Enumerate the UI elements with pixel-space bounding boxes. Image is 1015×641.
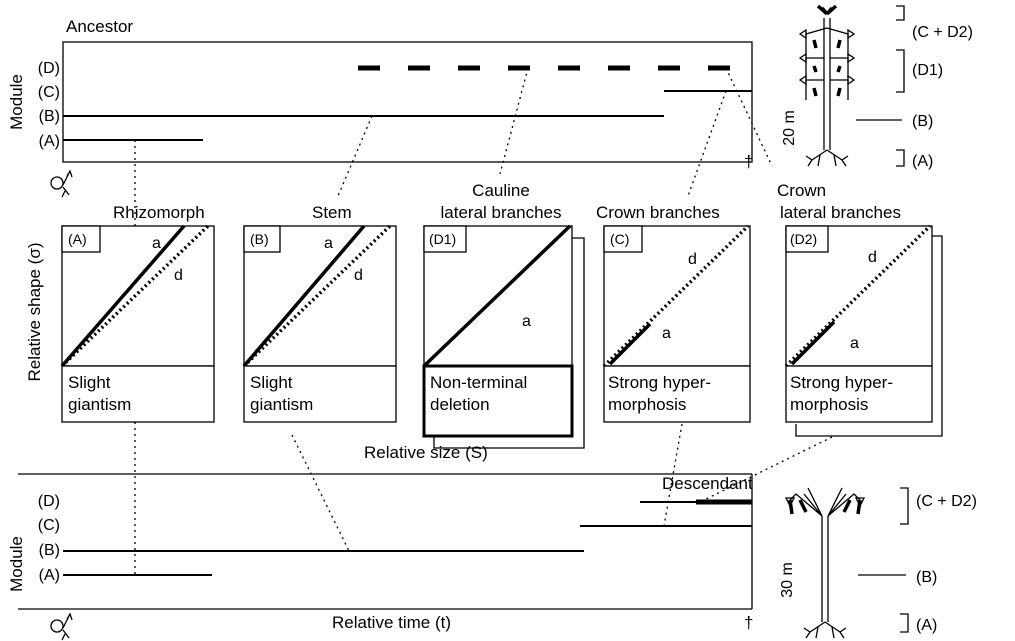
panel-rhizomorph-caption-2: giantism [68,395,131,414]
descendant-death-icon: † [744,613,753,632]
panel-rhizomorph-label-d: d [174,267,183,284]
panel-stem-caption-2: giantism [250,395,313,414]
panel-crown-branches-title: Crown branches [596,203,720,222]
panel-crown-lateral-title-line2: lateral branches [780,203,901,222]
ancestor-title: Ancestor [66,17,133,36]
descendant-row-label-c: (C) [38,517,60,534]
ancestor-row-label-d: (D) [38,60,60,77]
panel-rhizomorph-title: Rhizomorph [113,203,205,222]
ancestor-tree-icon [800,6,854,166]
relative-shape-axis-label: Relative shape (σ) [25,243,44,382]
panel-crown-lateral-caption-1: Strong hyper- [790,373,893,392]
panel-rhizomorph-code: (A) [68,231,87,247]
panel-stem-code: (B) [250,231,269,247]
descendant-label-a: (A) [916,617,937,634]
descendant-label-c-d2: (C + D2) [916,493,977,510]
descendant-height-label: 30 m [779,562,796,598]
relative-time-axis-label: Relative time (t) [332,613,451,632]
ancestor-timeline-box [63,42,752,162]
ancestor-bracket-a [896,150,904,166]
descendant-bracket-a [900,614,908,632]
relative-size-axis-label: Relative size (S) [364,443,488,462]
ancestor-bracket-c-d2 [896,6,904,20]
panel-cauline-title-line2: lateral branches [441,203,562,222]
ancestor-label-c-d2: (C + D2) [912,24,973,41]
panel-crown-lateral-code: (D2) [790,231,817,247]
panel-crown-branches-caption-2: morphosis [608,395,686,414]
descendant-row-label-a: (A) [39,567,60,584]
panel-crown-lateral-branches: Crown lateral branches (D2) d a Strong h… [777,181,942,436]
panel-rhizomorph-label-a: a [152,235,161,252]
panel-crown-branches: Crown branches (C) d a Strong hyper- mor… [596,203,750,422]
panel-cauline-lateral-branches: Cauline lateral branches (D1) a Non-term… [424,181,584,448]
descendant-bracket-c-d2 [900,488,908,524]
panel-crown-branches-label-d: d [688,251,697,268]
ancestor-row-label-c: (C) [38,84,60,101]
panel-cauline-title-line1: Cauline [472,181,530,200]
ancestor-label-d1: (D1) [912,62,943,79]
panel-cauline-code: (D1) [429,231,456,247]
panel-crown-lateral-label-a: a [850,335,859,352]
ancestor-label-a: (A) [912,153,933,170]
panel-cauline-caption-2: deletion [430,395,490,414]
ancestor-label-b: (B) [912,113,933,130]
panel-stem-title: Stem [312,203,352,222]
ancestor-bracket-d1 [896,50,904,92]
panel-stem: Stem (B) a d Slight giantism [244,203,396,422]
panel-crown-lateral-label-d: d [868,249,877,266]
panel-stem-caption-1: Slight [250,373,293,392]
ancestor-height-label: 20 m [781,110,798,146]
panel-rhizomorph: Rhizomorph (A) a d Slight giantism [62,203,214,422]
panel-crown-lateral-caption-2: morphosis [790,395,868,414]
ancestor-module-axis-label: Module [7,74,26,130]
germination-icon-descendant [51,614,72,640]
descendant-module-axis-label: Module [7,536,26,592]
panel-stem-label-d: d [354,267,363,284]
panel-crown-branches-caption-1: Strong hyper- [608,373,711,392]
panel-crown-branches-code: (C) [610,231,629,247]
panel-crown-branches-label-a: a [662,325,671,342]
ancestor-row-label-a: (A) [39,133,60,150]
ancestor-death-icon: † [744,152,753,171]
descendant-label-b: (B) [916,569,937,586]
ancestor-row-label-b: (B) [39,108,60,125]
panel-stem-label-a: a [324,235,333,252]
germination-icon [51,171,72,197]
panel-crown-lateral-title-line1: Crown [777,181,826,200]
descendant-title: Descendant [662,474,753,493]
panel-cauline-caption-1: Non-terminal [430,373,527,392]
descendant-row-label-b: (B) [39,542,60,559]
descendant-row-label-d: (D) [38,493,60,510]
descendant-tree-icon [786,488,864,638]
panel-rhizomorph-caption-1: Slight [68,373,111,392]
panel-cauline-label-a: a [522,313,531,330]
